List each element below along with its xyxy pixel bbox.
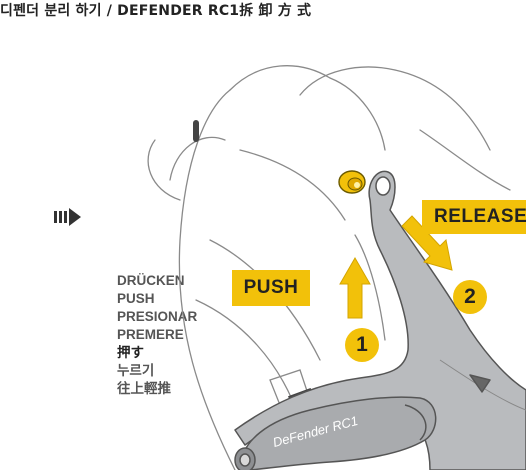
release-tag: RELEASE xyxy=(422,200,526,234)
label-de: DRÜCKEN xyxy=(117,273,185,288)
right-arrow-icon xyxy=(54,208,81,226)
step-two-badge: 2 xyxy=(453,280,487,314)
bolt-icon xyxy=(338,170,366,194)
page-title: 디펜더 분리 하기 / DEFENDER RC1拆 卸 方 式 xyxy=(0,3,312,19)
clamp-body xyxy=(234,396,437,470)
label-es: PRESIONAR xyxy=(117,309,198,324)
label-it: PREMERE xyxy=(117,327,184,342)
up-arrow-icon xyxy=(339,256,371,319)
down-right-arrow-icon xyxy=(401,215,453,271)
step-one-badge: 1 xyxy=(345,328,379,362)
label-ko: 누르기 xyxy=(117,363,155,378)
label-ja: 押す xyxy=(117,345,144,360)
label-zh: 往上輕推 xyxy=(117,381,171,396)
label-en: PUSH xyxy=(117,291,155,306)
push-instruction-list: DRÜCKEN PUSH PRESIONAR PREMERE 押す 누르기 往上… xyxy=(117,272,227,398)
push-tag: PUSH xyxy=(232,270,310,306)
